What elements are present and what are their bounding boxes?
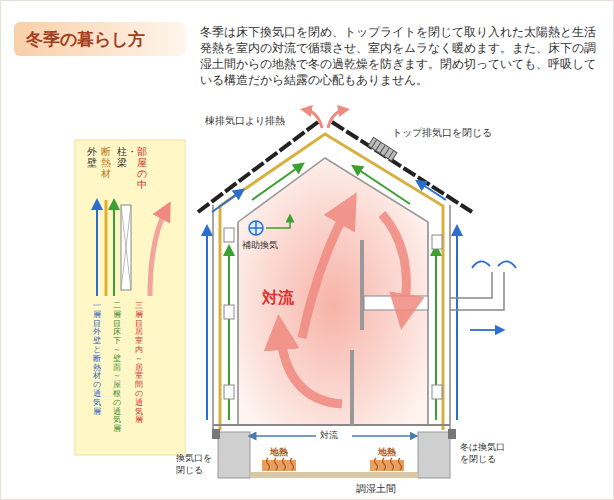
winter-vent-close-label: 冬は換気口を閉じる [460, 441, 508, 465]
heat-wave [267, 458, 270, 470]
layer-three-label: 三層目 居室内～居室間の通気層 [135, 302, 143, 425]
top-vent-label: トップ排気口を閉じる [392, 126, 492, 140]
heat-wave [275, 458, 278, 470]
wall-label: 外壁 [87, 146, 97, 168]
ground-heat-label: 地熱 [270, 446, 288, 459]
heat-wave [375, 458, 378, 470]
ridge-exhaust-label: 棟排気口より排熱 [205, 114, 285, 128]
layer-two-label: 二層目 床下～壁面～屋根の通気層 [113, 302, 121, 434]
ground-heat-label: 地熱 [378, 446, 396, 459]
heat-wave [291, 458, 294, 470]
pillar-beam-label: 柱・梁 [117, 146, 127, 168]
vent-close-label: 換気口を閉じる [176, 452, 216, 476]
layer-legend-panel: 外壁断熱材柱・梁部屋の中一層目 外壁と断熱材の通気層 二層目 床下～壁面～屋根の通… [75, 140, 185, 455]
heat-wave [383, 458, 386, 470]
layer-one-label: 一層目 外壁と断熱材の通気層 [93, 302, 101, 416]
heat-wave [283, 458, 286, 470]
title-heading: 冬季の暮らし方 [26, 28, 145, 51]
room-label: 部屋の中 [137, 146, 147, 190]
heat-wave [391, 458, 394, 470]
earth-floor-label: 調湿土間 [356, 482, 396, 496]
underfloor-convection-label: 対流 [320, 429, 338, 442]
insulation-label: 断熱材 [101, 146, 111, 179]
description-text: 冬季は床下換気口を閉め、トップライトを閉じて取り入れた太陽熱と生活発熱を室内の対… [200, 24, 606, 88]
heat-wave [399, 458, 402, 470]
convection-label: 対流 [262, 288, 294, 309]
fan-label: 補助換気 [242, 239, 278, 252]
